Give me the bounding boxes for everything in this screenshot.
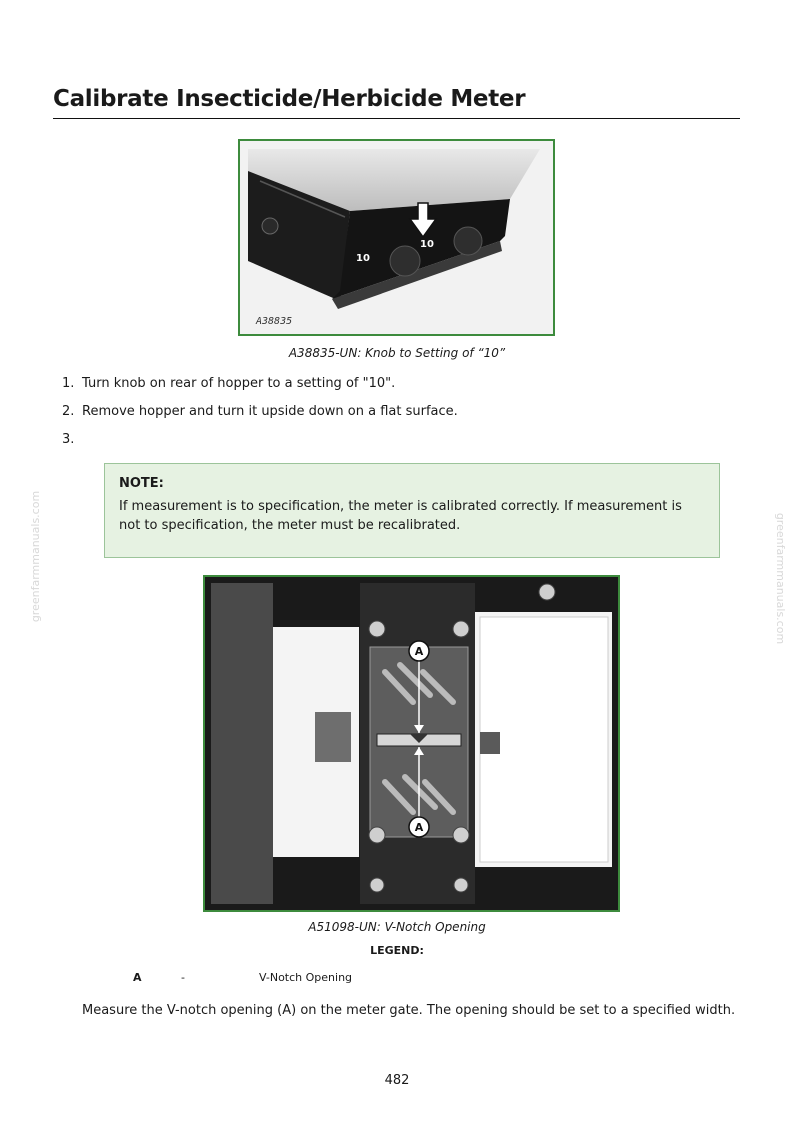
step-number: 2. xyxy=(62,404,75,419)
step-item: 2. Remove hopper and turn it upside down … xyxy=(62,403,458,431)
figure-knob-photo: 10 10 A38835 xyxy=(238,139,555,336)
step-text: Remove hopper and turn it upside down on… xyxy=(82,404,458,419)
watermark-right: greenfarmmanuals.com xyxy=(774,512,788,645)
page-title: Calibrate Insecticide/Herbicide Meter xyxy=(53,86,740,119)
legend-description: V-Notch Opening xyxy=(259,971,353,984)
legend-key: A xyxy=(133,971,142,984)
step-text: Turn knob on rear of hopper to a setting… xyxy=(82,376,396,391)
measurement-instruction: Measure the V-notch opening (A) on the m… xyxy=(82,1003,736,1018)
step-item: 3. xyxy=(62,431,458,459)
legend-title: LEGEND: xyxy=(370,944,424,957)
figure1-caption: A38835-UN: Knob to Setting of “10” xyxy=(288,346,506,360)
figure2-caption: A51098-UN: V-Notch Opening xyxy=(308,920,486,934)
instruction-steps: 1. Turn knob on rear of hopper to a setti… xyxy=(62,375,458,459)
vnotch-photo-illustration: A A xyxy=(205,577,618,910)
page-number: 482 xyxy=(384,1073,410,1088)
figure-id-label: A38835 xyxy=(255,316,292,327)
dial-label-left: 10 xyxy=(356,253,370,264)
step-item: 1. Turn knob on rear of hopper to a setti… xyxy=(62,375,458,403)
pointer-arrow-icon xyxy=(408,202,438,239)
callout-a-bottom: A xyxy=(408,816,430,838)
note-text: If measurement is to specification, the … xyxy=(119,499,682,533)
watermark-left: greenfarmmanuals.com xyxy=(29,490,43,623)
knob-photo-illustration: 10 10 A38835 xyxy=(240,141,553,334)
step-number: 1. xyxy=(62,376,75,391)
note-title: NOTE: xyxy=(119,476,164,491)
figure-vnotch-photo: A A xyxy=(203,575,620,912)
callout-a-top: A xyxy=(408,640,430,662)
callout-label: A xyxy=(415,821,424,834)
step-number: 3. xyxy=(62,432,75,447)
dial-label-right: 10 xyxy=(420,239,434,250)
callout-label: A xyxy=(415,645,424,658)
note-box: NOTE: If measurement is to specification… xyxy=(104,463,720,558)
legend-dash: - xyxy=(181,971,185,984)
